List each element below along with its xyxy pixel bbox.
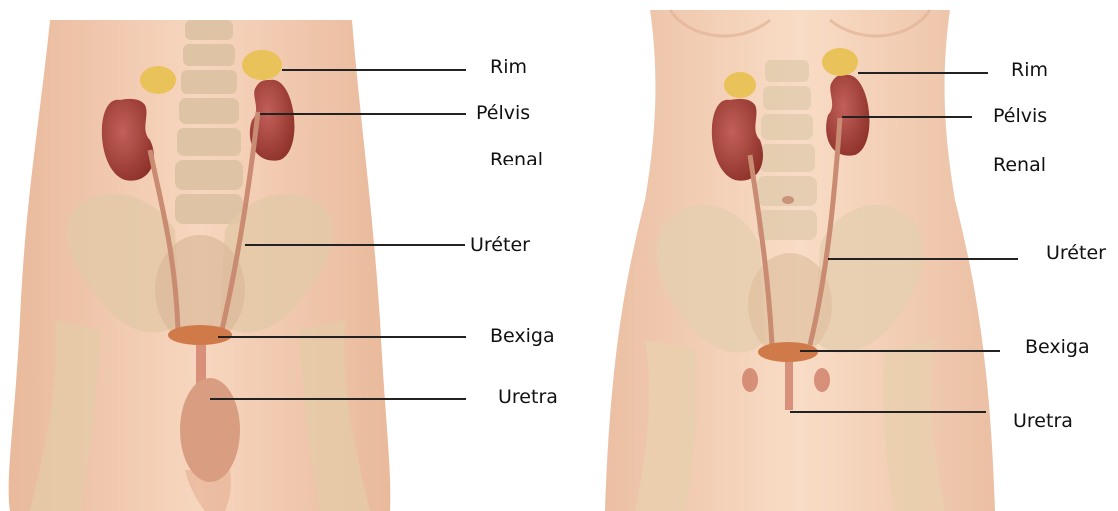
leader-line-kidney-female xyxy=(858,72,988,74)
label-ureter-male: Uréter xyxy=(470,236,530,255)
leader-line-ureter xyxy=(245,244,465,246)
label-renal-pelvis-line1-male: Pélvis xyxy=(476,104,530,123)
label-bladder-male: Bexiga xyxy=(490,327,555,346)
male-anatomy-illustration xyxy=(0,0,400,511)
leader-line-renal-pelvis xyxy=(260,113,466,115)
leader-line-renal-pelvis-female xyxy=(842,116,972,118)
leader-line-urethra-female xyxy=(790,411,986,413)
label-ureter-female: Uréter xyxy=(1046,244,1106,263)
label-renal-pelvis-line2-male: Renal xyxy=(490,151,543,165)
label-kidney-male: Rim xyxy=(490,58,527,77)
label-urethra-female: Uretra xyxy=(1013,412,1073,431)
label-renal-pelvis-line1-female: Pélvis xyxy=(993,107,1047,126)
label-urethra-male: Uretra xyxy=(498,388,558,407)
leader-line-kidney xyxy=(282,69,466,71)
label-bladder-female: Bexiga xyxy=(1025,338,1090,357)
leader-line-bladder xyxy=(218,336,466,338)
female-urinary-figure xyxy=(600,0,1000,511)
male-urinary-figure xyxy=(0,0,400,511)
label-renal-pelvis-line2-female: Renal xyxy=(993,156,1046,175)
label-kidney-female: Rim xyxy=(1011,61,1048,80)
leader-line-urethra xyxy=(210,398,466,400)
leader-line-bladder-female xyxy=(800,350,1000,352)
leader-line-ureter-female xyxy=(828,258,1018,260)
female-anatomy-illustration xyxy=(600,0,1000,511)
